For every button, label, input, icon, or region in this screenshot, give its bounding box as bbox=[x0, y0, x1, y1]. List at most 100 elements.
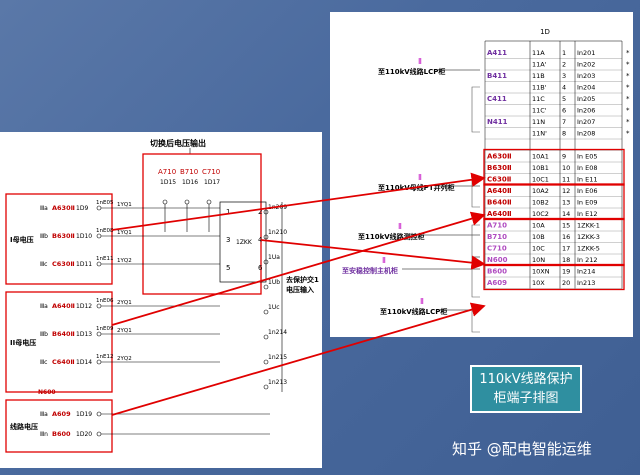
table-tag: B710 bbox=[487, 233, 507, 241]
terminal-num: 1D19 bbox=[76, 411, 92, 418]
table-star: * bbox=[626, 49, 630, 57]
phase-mark: Ⅱ bbox=[382, 256, 386, 265]
output-label-1: 去保护交1 bbox=[286, 275, 319, 284]
table-cell: 10X bbox=[532, 279, 545, 287]
bus-tag: A640Ⅱ bbox=[52, 302, 75, 310]
table-cell: 1 bbox=[562, 49, 566, 57]
voltage-group-label: 线路电压 bbox=[10, 422, 38, 431]
table-cell: 14 bbox=[562, 210, 570, 218]
node-label: 1nE05 bbox=[96, 200, 114, 206]
table-cell: 1ZKK-5 bbox=[577, 245, 600, 253]
node-label: 1nE06 bbox=[96, 298, 114, 304]
table-cell: In E05 bbox=[577, 153, 597, 161]
switch-num: 1D17 bbox=[204, 179, 220, 186]
table-cell: In205 bbox=[577, 95, 595, 103]
table-tag: C710 bbox=[487, 245, 507, 253]
phase-mark: Ⅱ bbox=[418, 173, 422, 182]
table-cell: 10 bbox=[562, 164, 570, 172]
zkk-pin: 6 bbox=[258, 264, 263, 272]
phase-label: Ⅲa bbox=[40, 303, 48, 310]
output-node-circle bbox=[263, 359, 269, 365]
table-cell: 7 bbox=[562, 118, 566, 126]
relay-label: 2YQ1 bbox=[117, 300, 132, 306]
terminal-num: 1D10 bbox=[76, 233, 92, 240]
table-cell: 11B bbox=[532, 72, 545, 80]
output-node-circle bbox=[263, 284, 269, 290]
table-star: * bbox=[626, 95, 630, 103]
output-node: 1Uc bbox=[268, 304, 280, 311]
table-cell: 10C2 bbox=[532, 210, 549, 218]
callout-line1: 110kV线路保护 bbox=[479, 372, 573, 387]
terminal-circle bbox=[96, 303, 102, 309]
table-cell: 17 bbox=[562, 245, 570, 253]
table-bracket bbox=[471, 224, 480, 258]
terminal-circle bbox=[96, 205, 102, 211]
table-cell: 18 bbox=[562, 256, 570, 264]
switch-tag: B710 bbox=[180, 168, 198, 176]
table-cell: 10A1 bbox=[532, 153, 549, 161]
node-label: 1nE08 bbox=[96, 228, 114, 234]
switch-terminal bbox=[184, 199, 190, 205]
table-tag: A411 bbox=[487, 49, 507, 57]
table-cell: 10B bbox=[532, 233, 545, 241]
table-star: * bbox=[626, 72, 630, 80]
voltage-group-label: I母电压 bbox=[10, 235, 34, 244]
switch-tag: A710 bbox=[158, 168, 176, 176]
zkk-pin: 2 bbox=[258, 208, 262, 216]
table-cell: In 212 bbox=[577, 256, 598, 264]
table-cell: In207 bbox=[577, 118, 595, 126]
table-cell: 10C1 bbox=[532, 176, 549, 184]
bus-tag: A609 bbox=[52, 410, 71, 418]
zkk-pin: 4 bbox=[258, 236, 263, 244]
neutral-tag: N600 bbox=[38, 389, 56, 396]
table-cell: 16 bbox=[562, 233, 570, 241]
node-label: 1nE11 bbox=[96, 256, 113, 262]
switch-terminal bbox=[206, 199, 212, 205]
terminal-num: 1D9 bbox=[76, 205, 88, 212]
output-node: 1n214 bbox=[268, 329, 287, 336]
table-cell: In E09 bbox=[577, 199, 597, 207]
phase-mark: Ⅱ bbox=[420, 297, 424, 306]
table-cell: In E08 bbox=[577, 164, 597, 172]
terminal-num: 1D20 bbox=[76, 431, 92, 438]
table-cell: 10A2 bbox=[532, 187, 549, 195]
table-cell: 10B2 bbox=[532, 199, 549, 207]
table-star: * bbox=[626, 61, 630, 69]
table-cell: In E11 bbox=[577, 176, 597, 184]
table-cell: 11A bbox=[532, 49, 545, 57]
relay-label: 1YQ1 bbox=[117, 230, 132, 236]
table-cell: 11C' bbox=[532, 107, 547, 115]
table-cell: In213 bbox=[577, 279, 595, 287]
output-node: 1n215 bbox=[268, 354, 287, 361]
switch-terminal bbox=[162, 199, 168, 205]
relay-label: 2YQ2 bbox=[117, 356, 132, 362]
table-dest-label: 至110kV线路LCP柜 bbox=[378, 67, 445, 76]
switch-num: 1D15 bbox=[160, 179, 176, 186]
table-tag: A609 bbox=[487, 279, 507, 287]
bus-tag: B600 bbox=[52, 430, 71, 438]
table-cell: 11N' bbox=[532, 130, 547, 138]
box-bus1 bbox=[483, 148, 625, 186]
phase-mark: Ⅱ bbox=[418, 57, 422, 66]
table-bracket bbox=[471, 86, 480, 133]
watermark: 知乎 @配电智能运维 bbox=[452, 440, 592, 458]
bus-tag: A630Ⅱ bbox=[52, 204, 75, 212]
table-cell: In203 bbox=[577, 72, 595, 80]
output-node: 1n213 bbox=[268, 379, 287, 386]
output-node: 1n209 bbox=[268, 204, 287, 211]
relay-label: 1YQ2 bbox=[117, 258, 132, 264]
node-label: 1nE12 bbox=[96, 354, 113, 360]
table-cell: 15 bbox=[562, 222, 570, 230]
switch-output-label: 切换后电压输出 bbox=[150, 138, 206, 148]
table-star: * bbox=[626, 84, 630, 92]
table-tag: B411 bbox=[487, 72, 507, 80]
terminal-circle bbox=[96, 359, 102, 365]
table-cell: 10A bbox=[532, 222, 545, 230]
callout-box: 110kV线路保护 柜端子排图 bbox=[470, 365, 582, 413]
voltage-group-label: II母电压 bbox=[10, 338, 36, 347]
phase-label: Ⅲa bbox=[40, 205, 48, 212]
table-cell: In202 bbox=[577, 61, 595, 69]
